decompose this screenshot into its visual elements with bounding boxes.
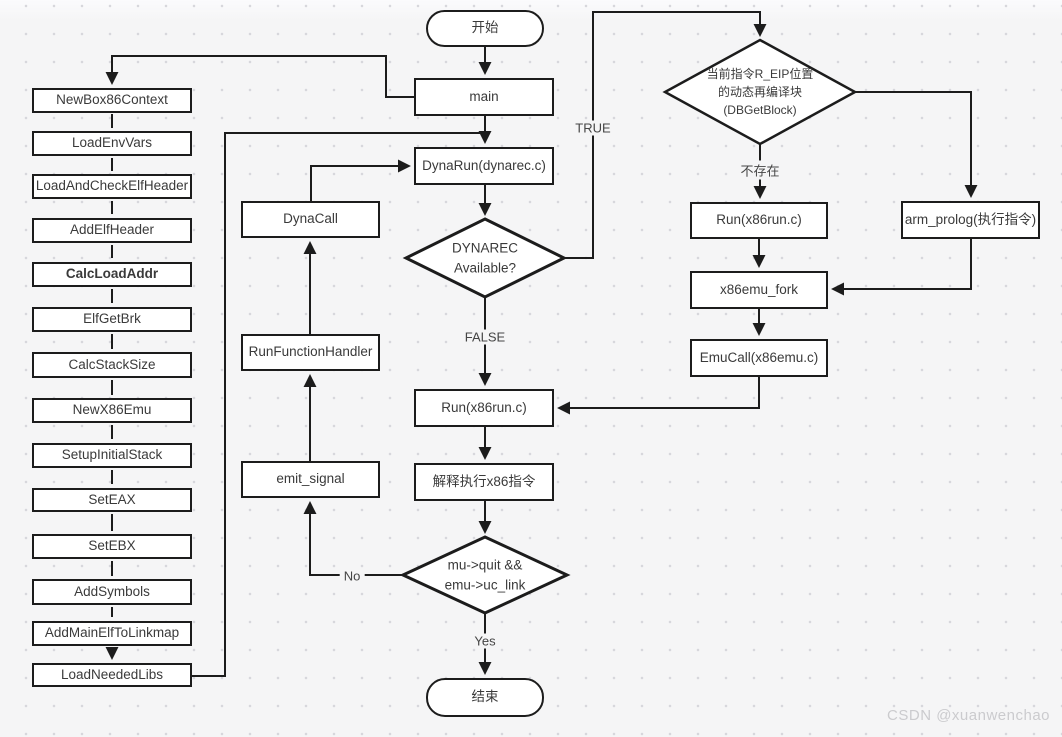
edge-emucall-run [557,377,760,415]
node-dynarun: DynaRun(dynarec.c) [414,147,554,185]
node-elfgetbrk: ElfGetBrk [32,307,192,332]
decision-quit-check-text: mu->quit && emu->uc_link [444,557,526,592]
edge-label-true: TRUE [571,120,615,136]
node-x86emu-fork: x86emu_fork [690,271,828,309]
edge-main-newbox86context [105,55,414,98]
node-dynacall: DynaCall [241,201,380,238]
node-seteax: SetEAX [32,488,192,512]
node-addmainelftolinkmap: AddMainElfToLinkmap [32,621,192,646]
decision-dynarec-text: DYNAREC Available? [451,240,519,275]
node-interpret-x86: 解释执行x86指令 [414,463,554,501]
edge-label-yes: Yes [470,633,500,649]
end-label: 结束 [471,689,499,705]
start-label: 开始 [471,20,499,36]
edge-quitcheck-emitsignal-no [303,501,403,576]
node-loadenvvars: LoadEnvVars [32,131,192,156]
edge-label-no: No [339,568,365,584]
edge-armprolog-fork [831,239,972,296]
node-setebx: SetEBX [32,534,192,559]
node-loadandcheckelfheader: LoadAndCheckElfHeader [32,174,192,199]
edge-loadneededlibs-dynarun [192,132,485,677]
node-run-center: Run(x86run.c) [414,389,554,427]
end-terminal: 结束 [426,678,544,717]
node-runfunctionhandler: RunFunctionHandler [241,334,380,371]
decision-dynarec-available [402,217,568,299]
node-emit-signal: emit_signal [241,461,380,498]
node-loadneededlibs: LoadNeededLibs [32,663,192,687]
edge-dynacall-dynarun [310,159,411,201]
node-arm-prolog: arm_prolog(执行指令) [901,201,1040,239]
node-calcloadaddr: CalcLoadAddr [32,262,192,287]
decision-dbgetblock [662,38,858,146]
decision-dbgetblock-text: 当前指令R_EIP位置 的动态再编译块 (DBGetBlock) [706,67,814,117]
edge-dynarec-dbgetblock-true [564,11,767,259]
node-run-right: Run(x86run.c) [690,202,828,239]
node-setupinitialstack: SetupInitialStack [32,443,192,468]
node-main: main [414,78,554,116]
csdn-watermark: CSDN @xuanwenchao [887,707,1050,724]
node-addelfheader: AddElfHeader [32,218,192,243]
node-emucall: EmuCall(x86emu.c) [690,339,828,377]
node-newx86emu: NewX86Emu [32,398,192,423]
node-newbox86context: NewBox86Context [32,88,192,113]
start-terminal: 开始 [426,10,544,47]
decision-quit-check [399,535,571,615]
node-addsymbols: AddSymbols [32,579,192,605]
node-calcstacksize: CalcStackSize [32,352,192,378]
edge-label-false: FALSE [460,329,510,345]
edge-label-not-exist: 不存在 [736,160,784,180]
edge-dbgetblock-armprolog [855,91,978,198]
